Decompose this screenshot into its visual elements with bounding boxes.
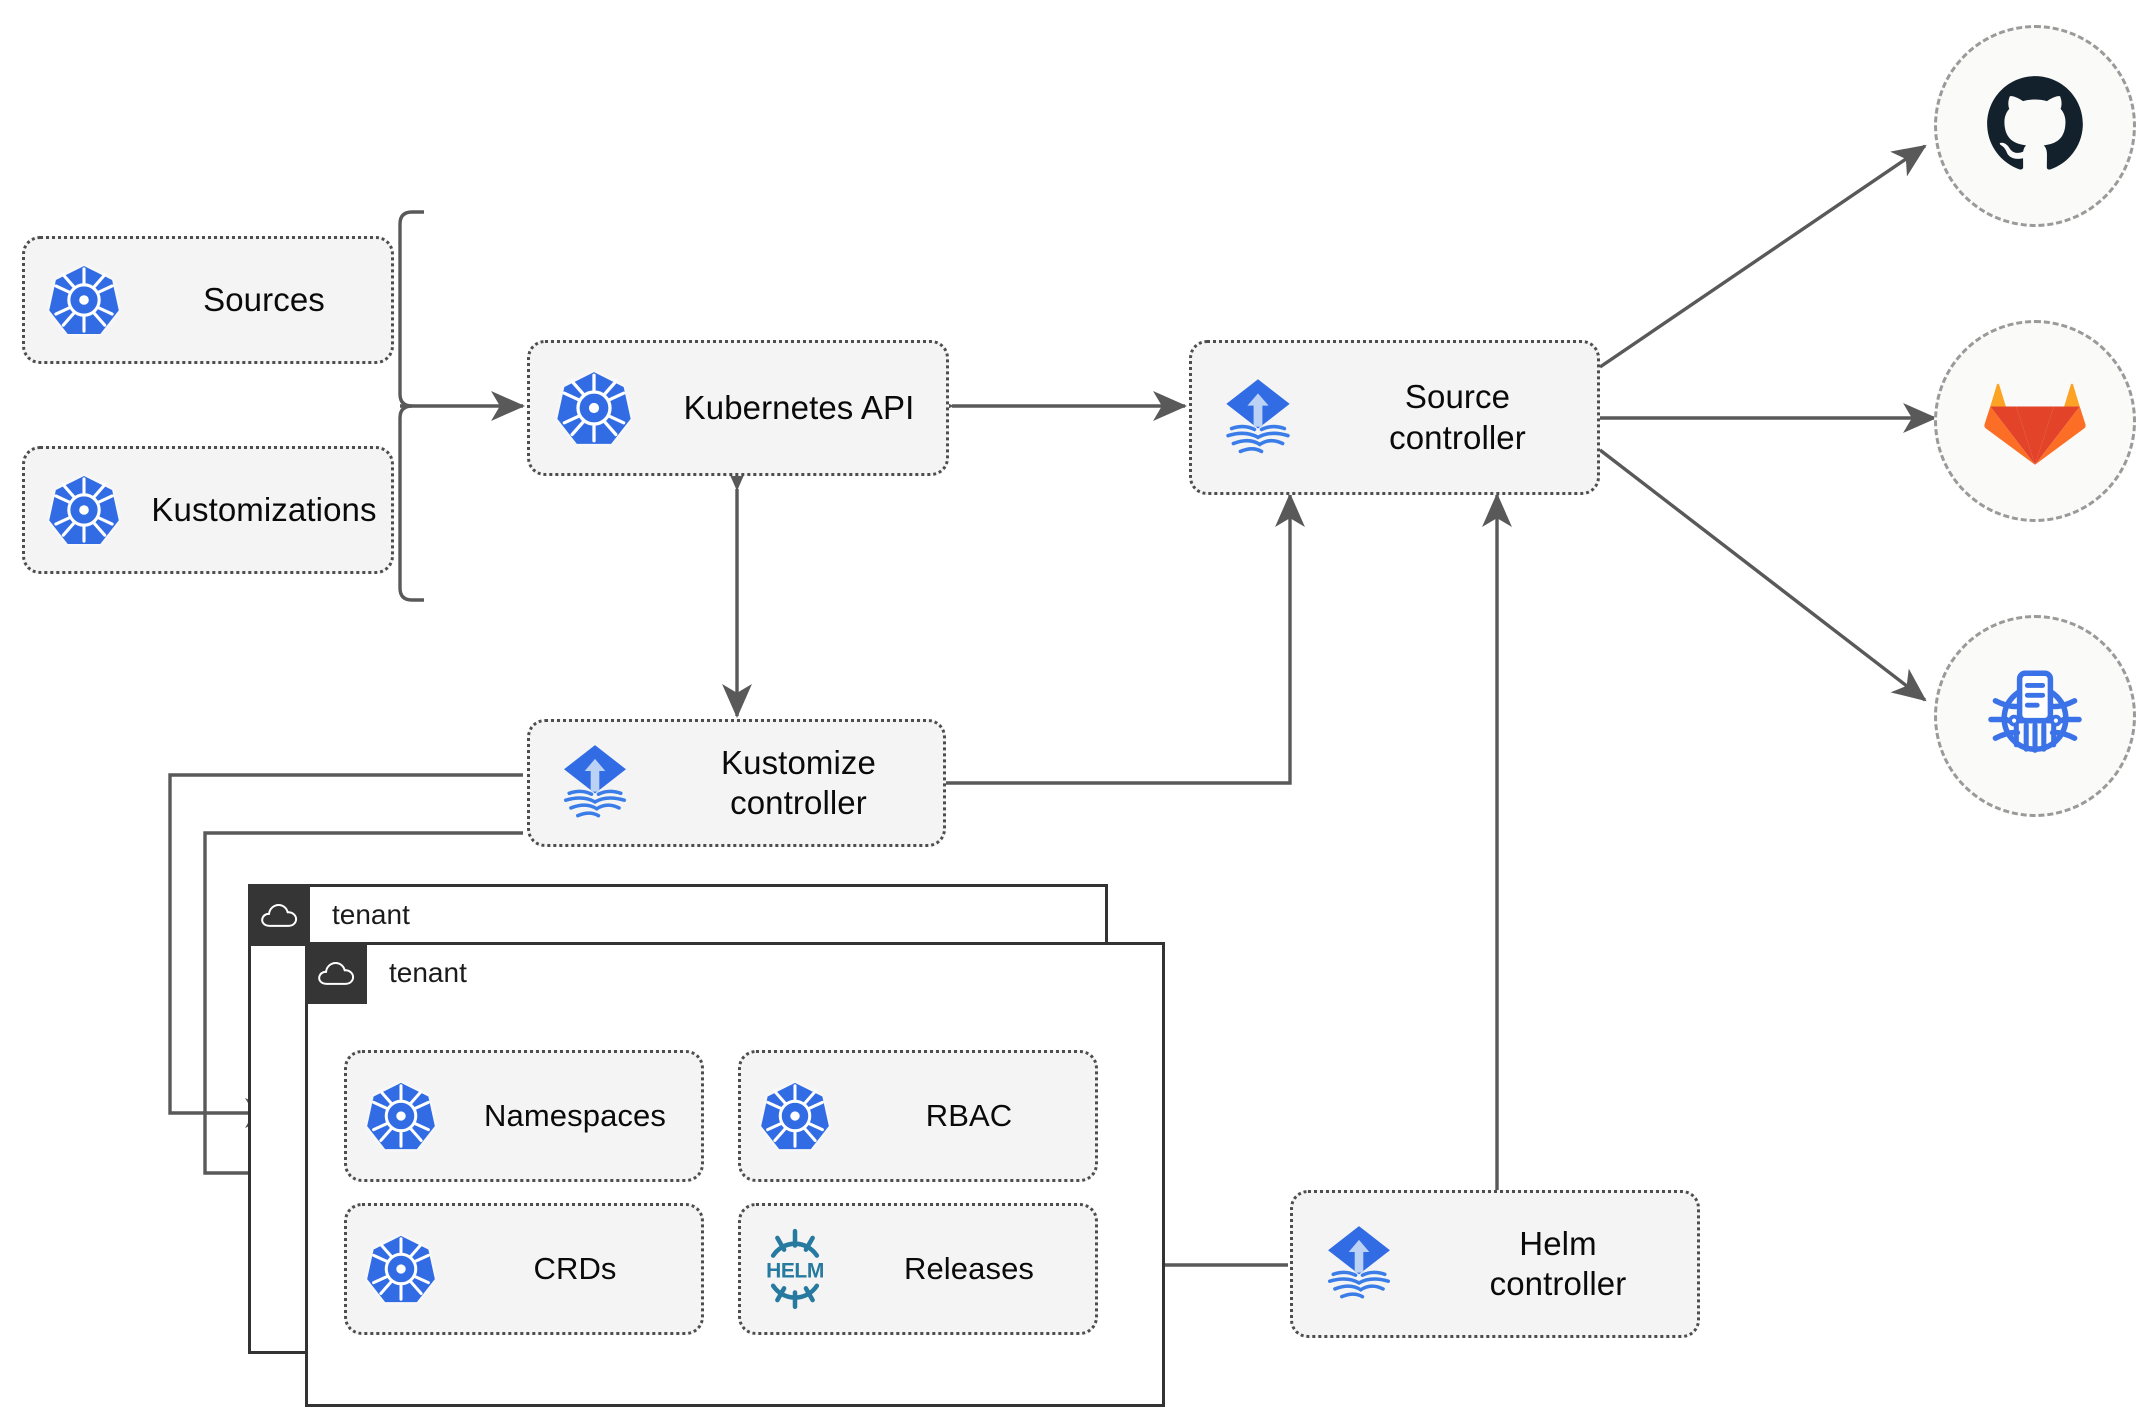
- flux-icon: [1293, 1221, 1425, 1307]
- node-sources[interactable]: Sources: [22, 236, 394, 364]
- kubernetes-icon: [25, 263, 143, 337]
- node-kustomizations[interactable]: Kustomizations: [22, 446, 394, 574]
- node-kustomize-controller[interactable]: Kustomize controller: [527, 719, 946, 847]
- edge-sourcecontroller-github: [1599, 144, 1927, 369]
- node-label: Helm controller: [1425, 1224, 1697, 1305]
- node-label: Releases: [903, 1251, 1035, 1287]
- node-helm-controller[interactable]: Helm controller: [1290, 1190, 1700, 1338]
- node-label-line1: Source: [1404, 378, 1511, 416]
- tenant-label: tenant: [332, 899, 410, 930]
- tenant-label: tenant: [389, 957, 467, 988]
- node-label: CRDs: [533, 1251, 617, 1287]
- svg-text:HELM: HELM: [766, 1259, 824, 1282]
- node-label-line2: controller: [1489, 1265, 1627, 1302]
- flux-icon: [530, 740, 660, 826]
- node-label-line2: controller: [1389, 418, 1526, 456]
- helm-icon: HELM: [741, 1227, 849, 1311]
- node-label: Kubernetes API: [683, 388, 915, 426]
- node-label: Kustomize controller: [660, 743, 943, 824]
- flux-icon: [1192, 374, 1324, 462]
- edge-kustomizecontroller-sourcecontroller: [946, 492, 1305, 785]
- node-label: Namespaces: [484, 1098, 666, 1134]
- edge-sources-brace: [398, 210, 424, 602]
- kubernetes-icon: [347, 1233, 455, 1305]
- provider-helm-repository[interactable]: [1934, 615, 2136, 817]
- node-releases[interactable]: HELM Releases: [738, 1203, 1098, 1335]
- node-label: Source controller: [1324, 377, 1597, 458]
- kubernetes-icon: [347, 1080, 455, 1152]
- node-crds[interactable]: CRDs: [344, 1203, 704, 1335]
- node-label: RBAC: [925, 1098, 1013, 1134]
- node-kubernetes-api[interactable]: Kubernetes API: [527, 340, 949, 476]
- tenant-container-inner[interactable]: tenant Namespaces: [305, 942, 1165, 1407]
- tenant-tab: tenant: [248, 884, 410, 946]
- cloud-icon: [248, 884, 310, 946]
- provider-github[interactable]: [1934, 25, 2136, 227]
- kubernetes-icon: [530, 369, 658, 447]
- gitlab-icon: [1983, 369, 2087, 474]
- node-label-line2: controller: [730, 784, 867, 821]
- helm-chart-repository-icon: [1980, 659, 2090, 774]
- node-source-controller[interactable]: Source controller: [1189, 340, 1600, 495]
- node-namespaces[interactable]: Namespaces: [344, 1050, 704, 1182]
- cloud-icon: [305, 942, 367, 1004]
- node-label: Sources: [203, 280, 325, 318]
- kubernetes-icon: [741, 1080, 849, 1152]
- kubernetes-icon: [25, 473, 143, 547]
- tenant-tab: tenant: [305, 942, 467, 1004]
- edge-sourcecontroller-helmrepo: [1598, 448, 1927, 702]
- node-rbac[interactable]: RBAC: [738, 1050, 1098, 1182]
- node-label-line1: Helm: [1519, 1224, 1597, 1262]
- github-icon: [1983, 72, 2087, 181]
- node-label: Kustomizations: [151, 490, 377, 528]
- provider-gitlab[interactable]: [1934, 320, 2136, 522]
- node-label-line1: Kustomize: [721, 743, 876, 781]
